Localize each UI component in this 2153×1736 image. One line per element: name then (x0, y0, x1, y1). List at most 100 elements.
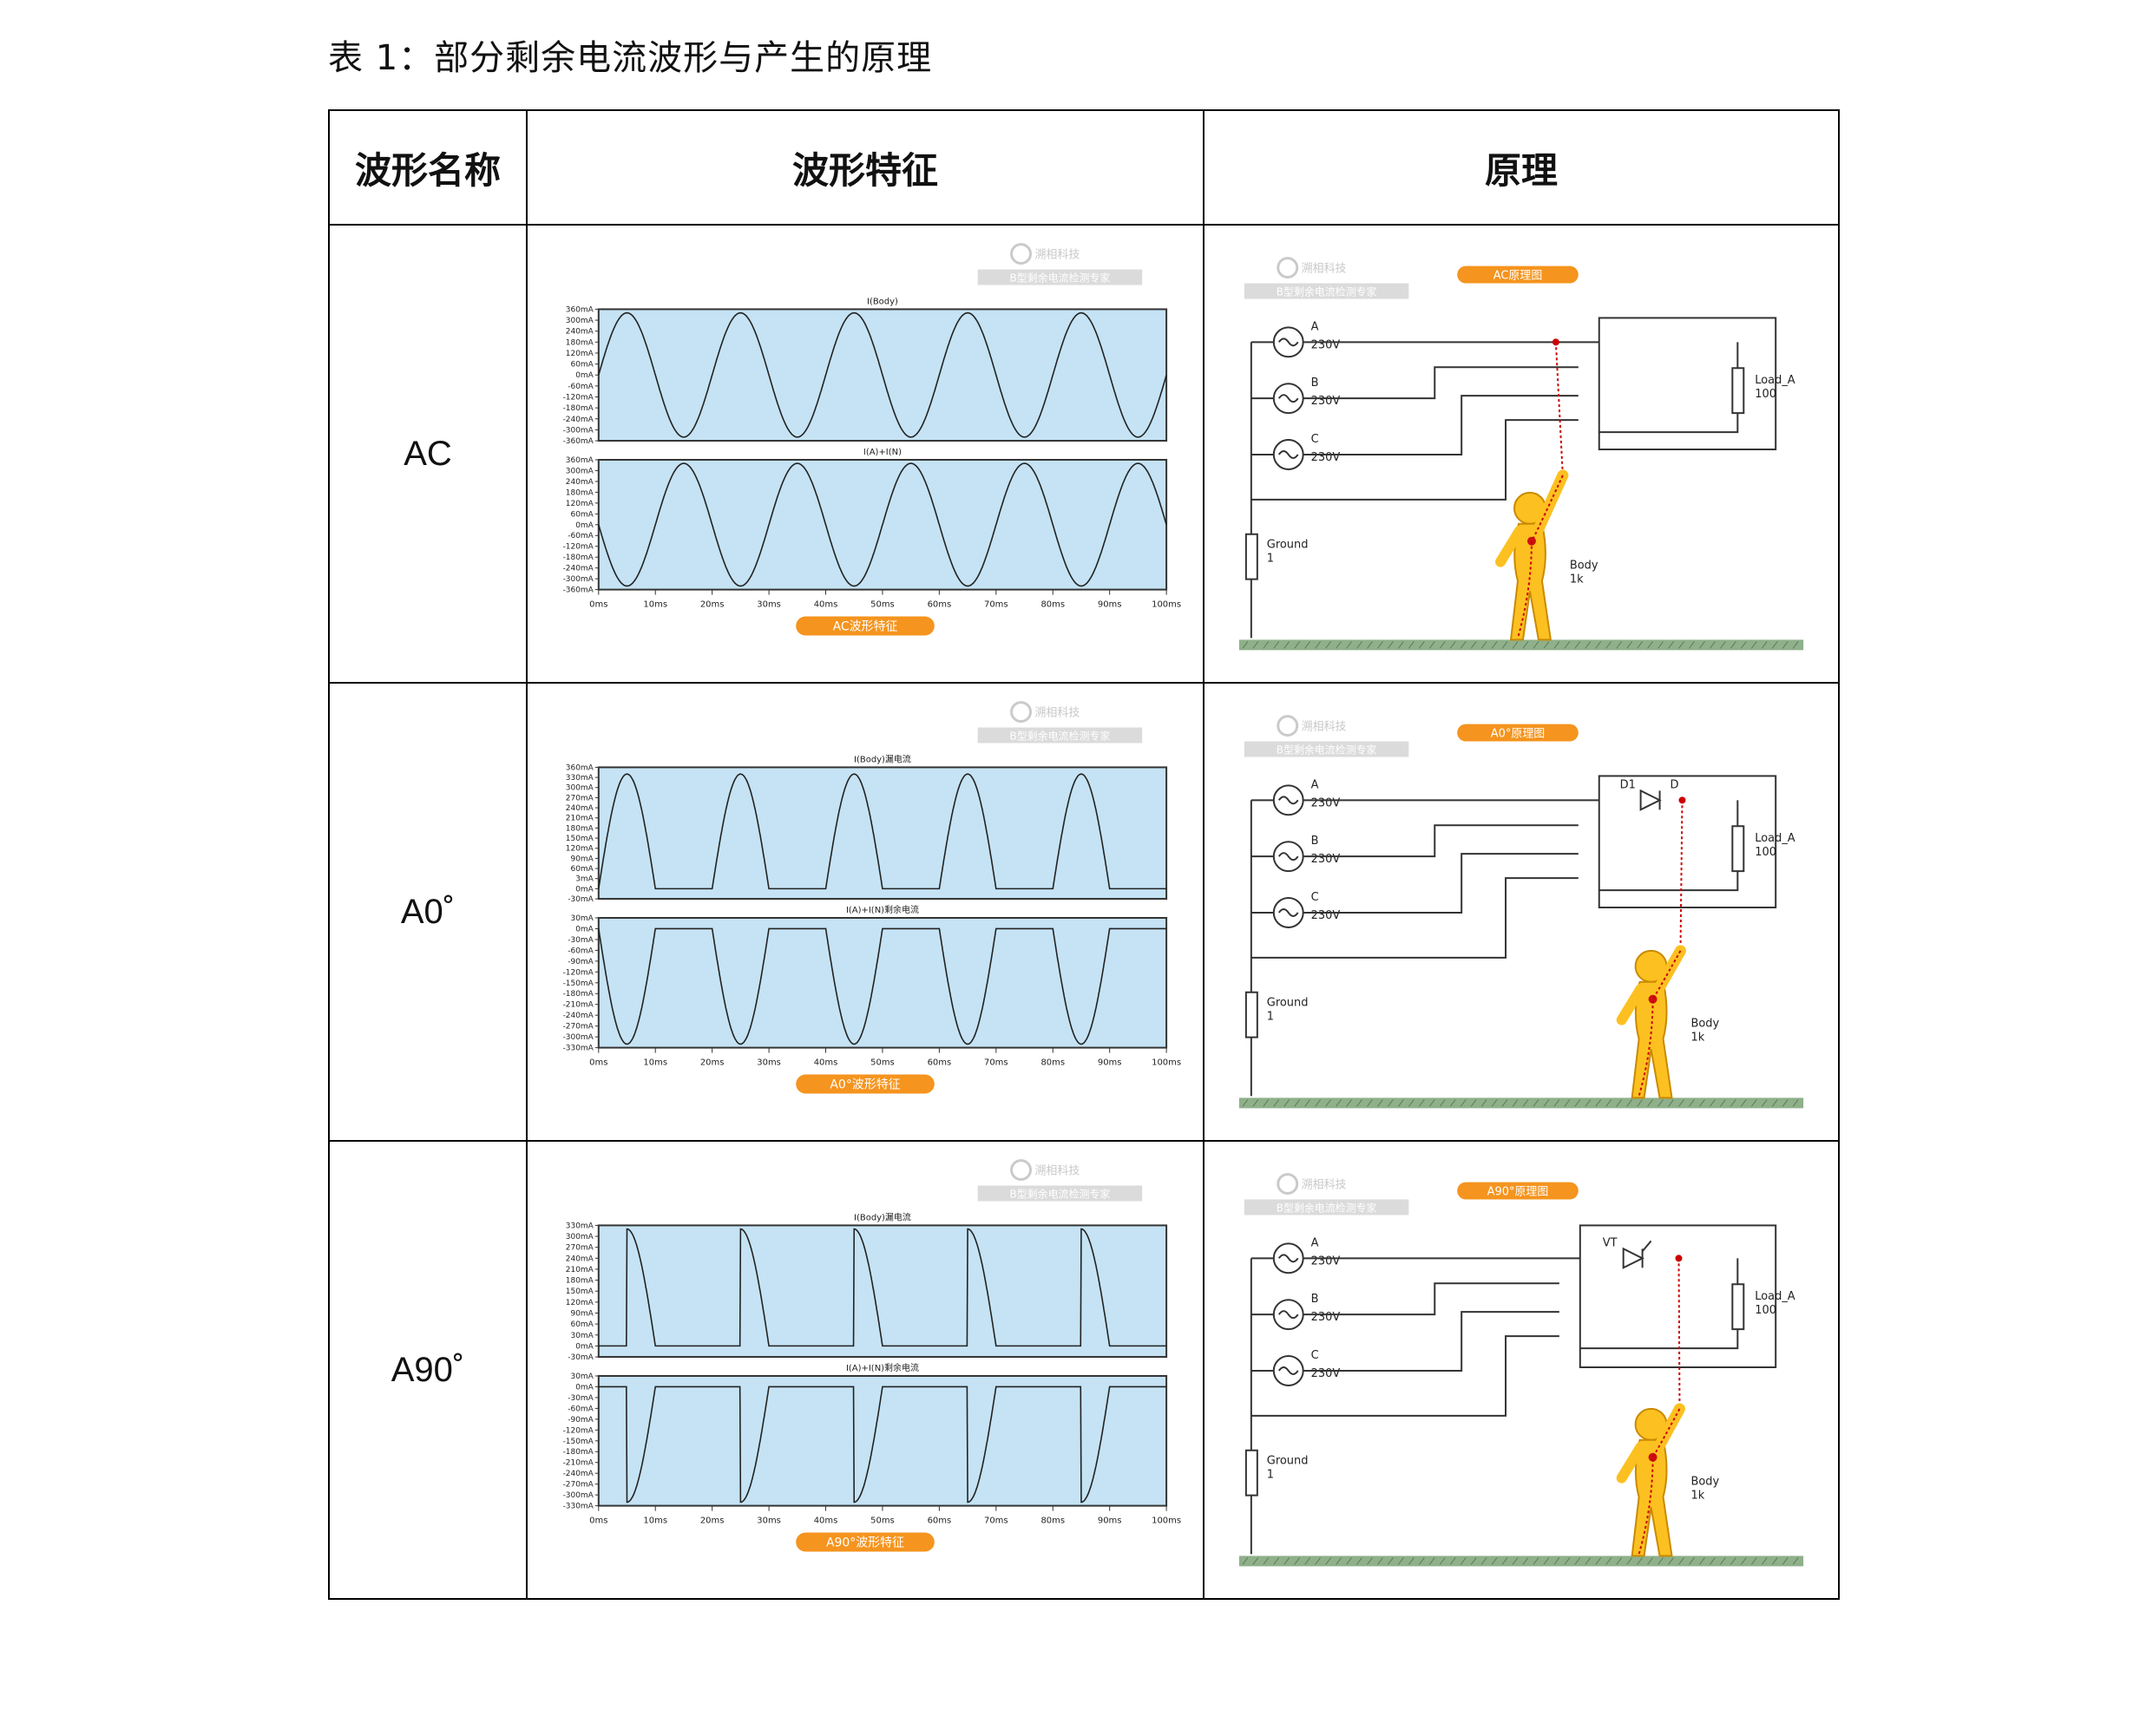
sine-symbol (1277, 1254, 1299, 1263)
y-tick-label: 150mA (566, 1287, 594, 1296)
phase-voltage: 230V (1311, 338, 1341, 351)
x-tick-label: 0ms (589, 600, 607, 610)
waveform-name-a0: A0˚ (328, 682, 528, 1142)
neutral-line (1250, 877, 1579, 959)
x-tick-label: 10ms (643, 1517, 667, 1526)
waveform-line (598, 927, 1167, 1045)
plot-area (597, 766, 1168, 901)
y-tick-label: -120mA (563, 968, 594, 977)
y-tick-label: -30mA (568, 1353, 594, 1362)
phase-c-line (1303, 395, 1579, 455)
load-value: 100 (1755, 388, 1776, 401)
person-lower-arm (1495, 525, 1525, 567)
brand-name: 溯相科技 (1302, 720, 1347, 734)
y-tick-label: 240mA (566, 478, 594, 487)
load-value: 100 (1755, 1304, 1776, 1317)
phase-voltage: 230V (1311, 395, 1341, 408)
current-path-in-body (1517, 475, 1564, 639)
x-tick-label: 50ms (870, 600, 895, 610)
y-tick-label: -210mA (563, 1459, 594, 1468)
leak-path (1552, 338, 1564, 475)
dotted-leak-line (1679, 800, 1684, 951)
waveform-chart-ac: 溯相科技B型剩余电流检测专家I(Body)360mA300mA240mA180m… (563, 243, 1181, 636)
sine-symbol (1277, 394, 1299, 403)
load-resistor (1731, 825, 1745, 873)
load-enclosure (1598, 317, 1777, 451)
badge-pill (1457, 265, 1579, 284)
sine-symbol (1277, 337, 1299, 347)
plot-area (597, 916, 1168, 1049)
logo-icon (1010, 701, 1033, 724)
y-tick-label: 120mA (566, 845, 594, 854)
device-body (1622, 1247, 1644, 1269)
y-tick-label: 60mA (571, 1320, 594, 1329)
y-tick-label: 90mA (571, 855, 594, 863)
ground-value: 1 (1267, 1011, 1274, 1024)
x-tick-label: 50ms (870, 1058, 895, 1068)
y-tick-label: -60mA (568, 532, 594, 540)
y-tick-label: -60mA (568, 947, 594, 955)
phase-b-line (1303, 366, 1579, 400)
sine-symbol (1277, 1366, 1299, 1375)
neutral-line (1250, 419, 1579, 501)
x-tick-label: 60ms (928, 1517, 952, 1526)
circuit-diagram-ac: 溯相科技B型剩余电流检测专家AC原理图A230VB230VC230VLoad_A… (1238, 257, 1804, 651)
x-tick-label: 90ms (1098, 1517, 1122, 1526)
phase-c-line (1303, 853, 1579, 914)
y-tick-label: -240mA (563, 1470, 594, 1478)
waveform-panel: I(Body)漏电流330mA300mA270mA240mA210mA180mA… (566, 1211, 1168, 1362)
phase-voltage: 230V (1311, 1367, 1341, 1380)
waveform-chart-a90: 溯相科技 B型剩余电流检测专家 I(Body)漏电流330mA300mA270mA2… (563, 1159, 1181, 1552)
x-tick-label: 10ms (643, 1058, 667, 1068)
y-tick-label: -300mA (563, 575, 594, 584)
y-tick-label: -120mA (563, 1426, 594, 1435)
y-tick-label: 30mA (571, 914, 594, 923)
phase-b-line (1303, 824, 1579, 858)
y-tick-label: 330mA (566, 1222, 594, 1230)
tagline: B型剩余电流检测专家 (1010, 1188, 1111, 1201)
header-waveform-name: 波形名称 (328, 109, 528, 226)
y-tick-label: -180mA (563, 404, 594, 413)
gate-lead (1641, 1240, 1652, 1253)
x-tick-label: 90ms (1098, 600, 1122, 610)
y-tick-label: -150mA (563, 1438, 594, 1446)
panel-title: I(Body) (867, 297, 898, 306)
leak-path (1678, 796, 1686, 951)
y-tick-label: 180mA (566, 1277, 594, 1286)
y-tick-label: -300mA (563, 1033, 594, 1042)
earth-strip (1238, 1097, 1804, 1109)
circuit-badge: AC原理图 (1457, 265, 1579, 284)
y-tick-label: -240mA (563, 1012, 594, 1020)
badge-pill (1457, 724, 1579, 742)
y-tick-label: 300mA (566, 317, 594, 325)
y-tick-label: 60mA (571, 865, 594, 874)
x-tick-label: 30ms (757, 1517, 781, 1526)
person-body (1631, 1438, 1673, 1557)
tagline-bg (977, 727, 1143, 744)
y-tick-label: -120mA (563, 543, 594, 552)
load-enclosure (1598, 775, 1777, 909)
phase-voltage: 230V (1311, 909, 1341, 922)
device-label: D1 (1620, 778, 1636, 791)
tagline-bg (977, 269, 1143, 285)
ground-value: 1 (1267, 553, 1274, 566)
table-header-row: 波形名称 波形特征 原理 (328, 109, 1840, 226)
x-tick-label: 70ms (984, 1517, 1008, 1526)
phase-label: A (1311, 778, 1319, 791)
ground-resistor (1244, 991, 1258, 1038)
brand-name: 溯相科技 (1034, 1164, 1080, 1178)
y-tick-label: 360mA (566, 456, 594, 465)
sine-symbol (1277, 852, 1299, 861)
phase-label: A (1311, 1236, 1319, 1249)
